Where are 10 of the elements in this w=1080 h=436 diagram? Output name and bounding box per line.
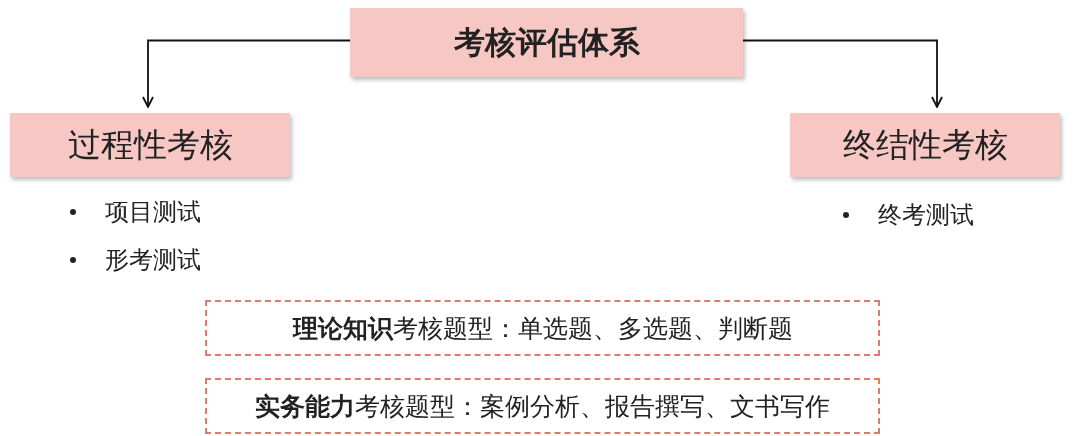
dashed-box: 实务能力考核题型：案例分析、报告撰写、文书写作 — [205, 378, 880, 434]
bullet-item: 项目测试 — [105, 197, 201, 228]
process-box: 考核评估体系 — [350, 8, 743, 77]
arrow — [742, 39, 943, 108]
bullet-item: 形考测试 — [105, 245, 201, 276]
dashed-box: 理论知识考核题型：单选题、多选题、判断题 — [205, 300, 880, 356]
bullet-item: 终考测试 — [878, 200, 974, 231]
arrow — [142, 39, 351, 108]
process-box: 过程性考核 — [10, 113, 290, 177]
process-box: 终结性考核 — [790, 113, 1060, 177]
